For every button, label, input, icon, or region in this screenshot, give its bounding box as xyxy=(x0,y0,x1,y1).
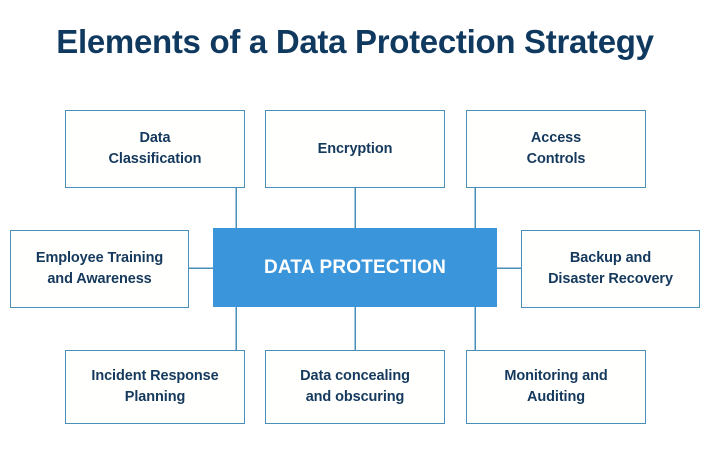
node-data-protection-hub[interactable]: DATA PROTECTION xyxy=(213,228,497,307)
node-access-controls[interactable]: Access Controls xyxy=(466,110,646,188)
node-encryption[interactable]: Encryption xyxy=(265,110,445,188)
node-label: Data concealing and obscuring xyxy=(300,368,410,405)
hub-label: DATA PROTECTION xyxy=(263,257,447,278)
node-backup-recovery[interactable]: Backup and Disaster Recovery xyxy=(521,230,700,308)
node-monitoring-auditing[interactable]: Monitoring and Auditing xyxy=(466,350,646,424)
node-employee-training[interactable]: Employee Training and Awareness xyxy=(10,230,189,308)
node-label: Data Classification xyxy=(108,130,202,167)
node-data-classification[interactable]: Data Classification xyxy=(65,110,245,188)
page-title: Elements of a Data Protection Strategy xyxy=(56,23,654,60)
node-incident-response[interactable]: Incident Response Planning xyxy=(65,350,245,424)
node-label: Encryption xyxy=(317,140,393,157)
node-data-concealing[interactable]: Data concealing and obscuring xyxy=(265,350,445,424)
node-label: Access Controls xyxy=(526,130,586,167)
node-label: Incident Response Planning xyxy=(91,368,219,405)
node-label: Backup and Disaster Recovery xyxy=(548,250,673,287)
node-label: Monitoring and Auditing xyxy=(504,368,608,405)
node-label: Employee Training and Awareness xyxy=(35,250,164,287)
